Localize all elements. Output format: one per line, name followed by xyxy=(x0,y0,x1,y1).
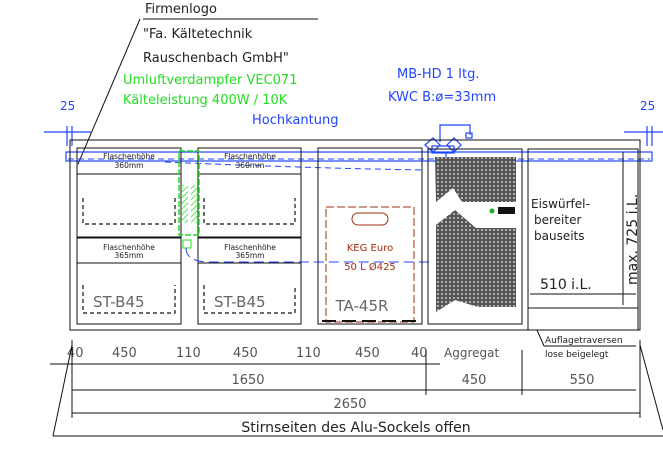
drawer-model: ST-B45 xyxy=(93,293,145,311)
leader-line xyxy=(52,344,73,437)
drawer-height: 365mm xyxy=(115,251,144,260)
ice-maker-compartment: Eiswürfel- bereiter bauseits 510 i.L. ma… xyxy=(527,148,641,331)
tap-spec-label: KWC B:ø=33mm xyxy=(388,90,496,105)
ice-maker-width-dim: 510 i.L. xyxy=(540,277,592,293)
ice-maker-label-3: bauseits xyxy=(534,229,585,243)
dim-value: 450 xyxy=(355,346,380,361)
ice-maker-label-1: Eiswürfel- xyxy=(531,197,590,211)
ice-maker-height-dim: max. 725 i.L. xyxy=(625,194,641,285)
status-led-icon xyxy=(489,208,495,214)
logo-annotation: Firmenlogo "Fa. Kältetechnik Rauschenbac… xyxy=(77,2,318,165)
overhang-left-value: 25 xyxy=(60,99,75,113)
logo-label: Firmenlogo xyxy=(145,2,217,17)
drawer-height: 360mm xyxy=(236,161,265,170)
overhang-right-value: 25 xyxy=(640,99,655,113)
overhang-left-dim: 25 xyxy=(44,99,92,146)
keg-compartment: KEG Euro 50 L Ø425 TA-45R xyxy=(317,147,423,325)
drawer-bottom-left: Flaschenhöhe 365mm ST-B45 xyxy=(76,237,182,325)
drawer-label: Flaschenhöhe xyxy=(103,152,155,161)
keg-size: 50 L Ø425 xyxy=(344,261,396,273)
aggregate-label: Aggregat xyxy=(444,346,499,360)
dim-value: 550 xyxy=(570,373,595,388)
display-icon xyxy=(498,207,515,214)
crossbars-note-2: lose beigelegt xyxy=(545,350,609,360)
footnote: Stirnseiten des Alu-Sockels offen xyxy=(241,420,470,436)
drawer-model: ST-B45 xyxy=(214,293,266,311)
logo-text-2: Rauschenbach GmbH" xyxy=(143,51,289,66)
crossbars-note: Auflagetraversen lose beigelegt xyxy=(536,329,636,360)
drawer-height: 365mm xyxy=(236,251,265,260)
dim-value: 450 xyxy=(233,346,258,361)
evaporator-icon xyxy=(178,150,430,263)
drawer-label: Flaschenhöhe xyxy=(103,243,155,252)
dim-value: 110 xyxy=(296,346,321,361)
dim-value: 110 xyxy=(176,346,201,361)
drawer-label: Flaschenhöhe xyxy=(224,243,276,252)
logo-text-1: "Fa. Kältetechnik xyxy=(143,27,253,42)
dim-value: 450 xyxy=(462,373,487,388)
drawer-height: 360mm xyxy=(115,161,144,170)
dim-value: 40 xyxy=(411,346,428,361)
cabinet-body xyxy=(69,139,641,331)
dim-value: 450 xyxy=(112,346,137,361)
leader-line xyxy=(77,18,141,165)
leader-line xyxy=(639,344,663,431)
dimension-row-1: 40 450 110 450 110 450 40 Aggregat xyxy=(50,346,499,365)
vent-grill-icon xyxy=(435,157,516,202)
keg-model: TA-45R xyxy=(335,297,389,315)
vent-grill-icon xyxy=(436,210,516,312)
keg-type: KEG Euro xyxy=(347,243,393,254)
crossbars-note-1: Auflagetraversen xyxy=(545,336,623,346)
dim-value: 1650 xyxy=(231,373,264,388)
cooling-capacity-label: Kälteleistung 400W / 10K xyxy=(123,93,288,108)
drawer-label: Flaschenhöhe xyxy=(224,152,276,161)
aggregate-unit xyxy=(427,148,523,325)
total-length: 2650 xyxy=(333,397,366,412)
evaporator-label: Umluftverdampfer VEC071 xyxy=(123,73,297,88)
tap-label: MB-HD 1 Itg. xyxy=(397,67,479,82)
upstand-label: Hochkantung xyxy=(252,113,338,128)
overhang-right-dim: 25 xyxy=(624,99,663,146)
drawer-bottom-right: Flaschenhöhe 365mm ST-B45 xyxy=(197,237,302,325)
dimension-total: 2650 xyxy=(71,340,641,418)
dimension-row-2: 1650 450 550 xyxy=(72,350,636,395)
ice-maker-label-2: bereiter xyxy=(534,213,581,227)
